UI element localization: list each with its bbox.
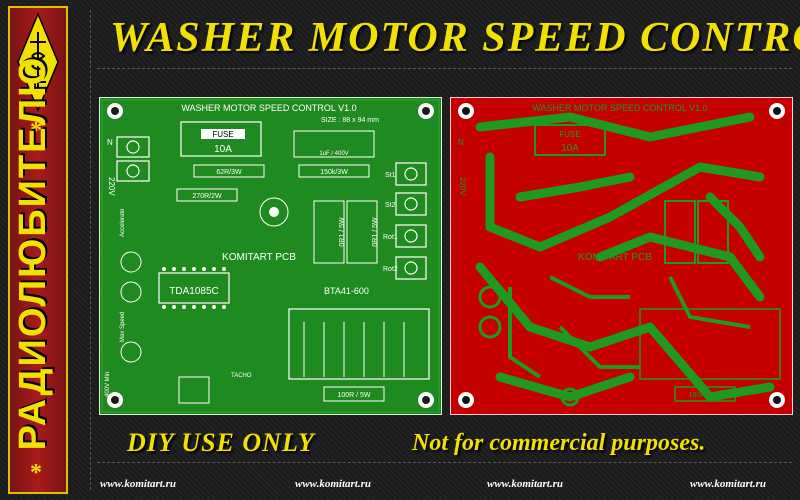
copper-n-label: N: [458, 138, 464, 147]
url-2[interactable]: www.komitart.ru: [295, 478, 372, 490]
triac-label: BTA41-600: [324, 286, 369, 296]
rot1-label: Rot1: [383, 234, 398, 241]
stitch-line-left: [90, 10, 91, 490]
fuse-label: FUSE: [212, 130, 233, 139]
r29-label: 62R/3W: [216, 169, 242, 176]
r21a-label: 0R1 / 5W: [339, 217, 346, 247]
pcb-size: SIZE : 88 x 94 mm: [321, 117, 379, 124]
pcb-component-view: WASHER MOTOR SPEED CONTROL V1.0 FUSE 10A…: [99, 97, 442, 415]
url-4[interactable]: www.komitart.ru: [690, 478, 767, 490]
st1-label: St1: [385, 172, 396, 179]
url-1[interactable]: www.komitart.ru: [100, 478, 177, 490]
copper-maker-label: KOMITART PCB: [578, 252, 652, 263]
star-top: *: [30, 118, 42, 144]
url-3[interactable]: www.komitart.ru: [487, 478, 564, 490]
ic-label: TDA1085C: [169, 286, 218, 297]
page-title: WASHER MOTOR SPEED CONTROL.: [110, 15, 800, 61]
star-bottom: *: [30, 460, 42, 486]
diy-notice: DIY USE ONLY: [127, 428, 315, 457]
min-speed-label: 400V Min: [105, 372, 111, 397]
rot2-label: Rot2: [383, 266, 398, 273]
st2-label: St2: [385, 202, 396, 209]
tacho-label: TACHO: [231, 373, 252, 379]
mains-label: 220V: [107, 177, 116, 196]
copper-r24-label: 100R / 5W: [688, 392, 721, 399]
r30-label: 150k/3W: [320, 169, 348, 176]
fuse-rating: 10A: [214, 144, 232, 155]
radio-amateur-logo-icon: [17, 12, 59, 112]
pcb-board-title: WASHER MOTOR SPEED CONTROL V1.0: [181, 103, 356, 113]
copper-board-title: WASHER MOTOR SPEED CONTROL V1.0: [532, 103, 707, 113]
accelerate-label: Accelerate: [120, 208, 126, 237]
copper-mains-label: 220V: [458, 177, 467, 196]
r24-label: 100R / 5W: [337, 392, 370, 399]
copper-fuse-label: FUSE: [559, 130, 580, 139]
maker-label: KOMITART PCB: [222, 252, 296, 263]
side-banner-text: РАДИОЛЮБИТЕЛЮ: [12, 55, 54, 451]
n-label: N: [107, 138, 113, 147]
r270-label: 270R/2W: [192, 193, 222, 200]
pcb-copper-view: WASHER MOTOR SPEED CONTROL V1.0 FUSE 10A…: [450, 97, 793, 415]
stitch-line-top: [97, 68, 792, 69]
max-speed-label: Max Speed: [120, 312, 126, 342]
cap-1uf: 1uF / 400V: [319, 151, 348, 157]
commercial-notice: Not for commercial purposes.: [412, 430, 706, 456]
copper-fuse-rating: 10A: [561, 143, 579, 154]
stitch-line-bottom: [97, 462, 792, 463]
r21b-label: 0R1 / 5W: [372, 217, 379, 247]
side-banner: * РАДИОЛЮБИТЕЛЮ *: [8, 6, 68, 494]
